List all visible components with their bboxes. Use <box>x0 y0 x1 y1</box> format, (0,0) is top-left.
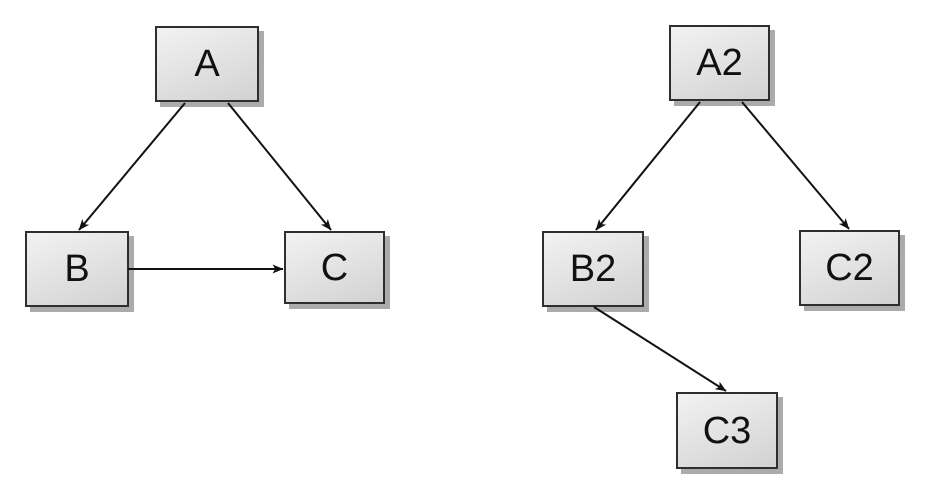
node-A: A <box>155 26 259 102</box>
node-C: C <box>284 231 385 304</box>
node-B2-label: B2 <box>569 248 617 290</box>
node-C3: C3 <box>676 392 778 469</box>
edge-A2-C2 <box>741 101 850 230</box>
node-A2-label: A2 <box>696 42 743 84</box>
node-B: B <box>25 231 129 307</box>
edge-A2-B2 <box>595 101 701 231</box>
node-B2: B2 <box>542 231 644 307</box>
node-B-label: B <box>64 248 90 290</box>
node-C-label: C <box>320 246 349 289</box>
node-C2: C2 <box>799 230 900 306</box>
node-C2-label: C2 <box>825 247 874 289</box>
node-C3-label: C3 <box>702 409 752 452</box>
node-A2: A2 <box>669 25 770 101</box>
edge-B2-C3 <box>593 306 727 392</box>
node-A-label: A <box>194 43 220 85</box>
edge-A-B <box>78 102 186 231</box>
edge-A-C <box>227 102 332 231</box>
